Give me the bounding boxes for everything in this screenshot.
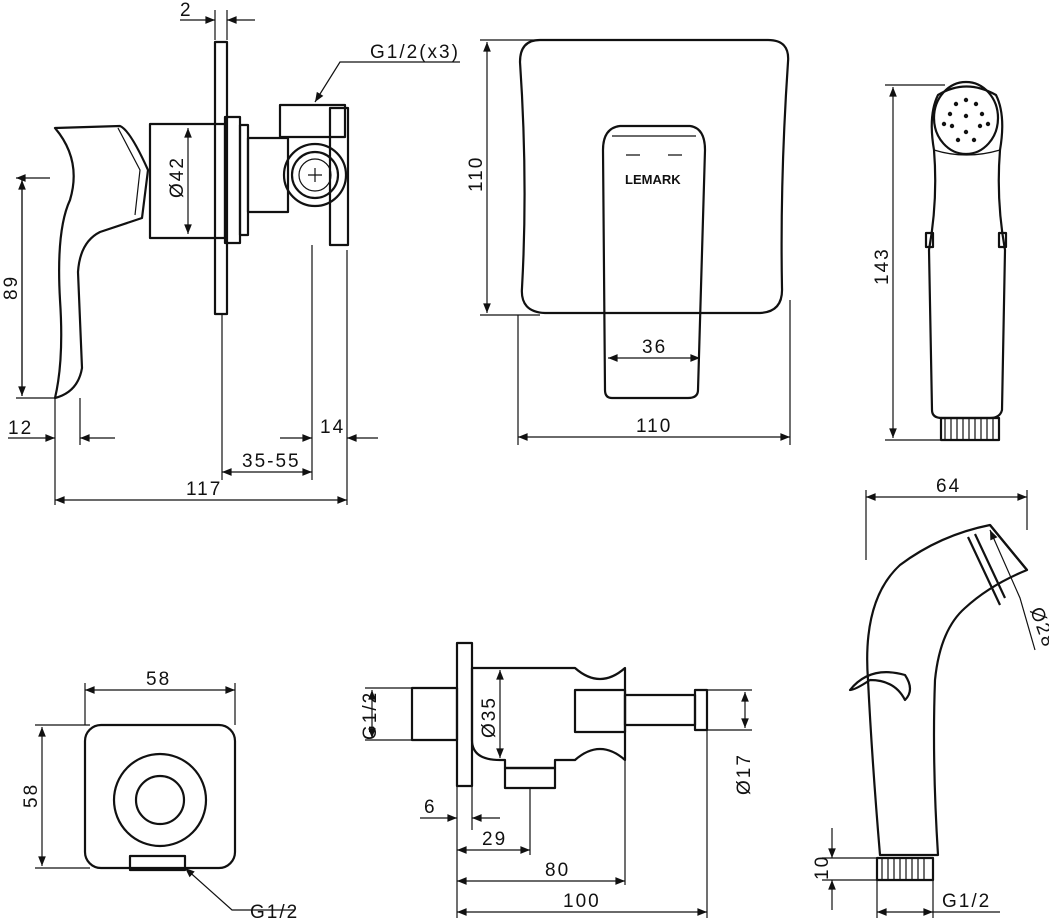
- mixer-front-view: LEMARK 110 36 110: [466, 38, 791, 445]
- label-outlet-thread: G1/2: [250, 902, 299, 921]
- handle: [601, 124, 707, 400]
- dim-thread-length: 10: [812, 855, 833, 880]
- dim-front-height: 110: [466, 156, 487, 192]
- outlet-port: [282, 142, 348, 208]
- dim-body-diameter: Ø35: [479, 696, 500, 738]
- dim-knob-diameter: Ø17: [734, 753, 755, 795]
- dim-plate-thickness: 2: [180, 0, 193, 21]
- mixer-side-view: Ø42 89 12 35-55 14 117 2 G1/2(x3): [1, 0, 460, 505]
- lever: [53, 124, 150, 400]
- side-thread: [875, 856, 935, 882]
- dim-flange-thickness: 6: [424, 797, 437, 818]
- dim-outlet-offset: 29: [482, 829, 507, 850]
- hand-shower-front-view: 143: [872, 80, 1008, 442]
- dim-length-to-knob: 80: [545, 860, 570, 881]
- dim-side-width: 64: [936, 476, 961, 497]
- dim-cylinder-diameter: Ø42: [167, 156, 188, 198]
- valve-flange: [455, 641, 474, 788]
- shower-side-body: [866, 523, 1029, 857]
- dim-overall-length: 100: [563, 891, 601, 912]
- label-connection-thread: G1/2(x3): [370, 42, 460, 63]
- shower-body: [927, 85, 1007, 420]
- dim-side-thread: G1/2: [942, 891, 991, 912]
- dim-lever-height: 89: [1, 275, 22, 300]
- dim-shower-length: 143: [872, 247, 893, 285]
- wall-plate: [213, 40, 229, 316]
- dim-inlet-thread: G1/2: [360, 691, 381, 740]
- brand-logo: LEMARK: [625, 172, 681, 187]
- thread: [939, 416, 1001, 442]
- cover-plate: [518, 38, 790, 315]
- dim-overall-depth: 117: [186, 479, 222, 500]
- dim-outlet-width: 58: [146, 669, 171, 690]
- dim-front-width: 110: [636, 416, 672, 437]
- angle-valve-view: G1/2 Ø35 Ø17 6 29 80 100: [360, 641, 755, 918]
- wall-outlet-view: 58 58 G1/2: [21, 669, 299, 921]
- dim-wall-depth: 35-55: [242, 451, 301, 472]
- hand-shower-side-view: 64 Ø28 10 G1/2: [812, 476, 1049, 918]
- dim-lever-offset: 12: [8, 418, 33, 439]
- dim-outlet-height: 58: [21, 783, 42, 808]
- dim-bracket-depth: 14: [320, 417, 345, 438]
- valve-body: [470, 666, 627, 770]
- outlet-plate: [83, 723, 237, 870]
- dim-handle-width: 36: [642, 337, 667, 358]
